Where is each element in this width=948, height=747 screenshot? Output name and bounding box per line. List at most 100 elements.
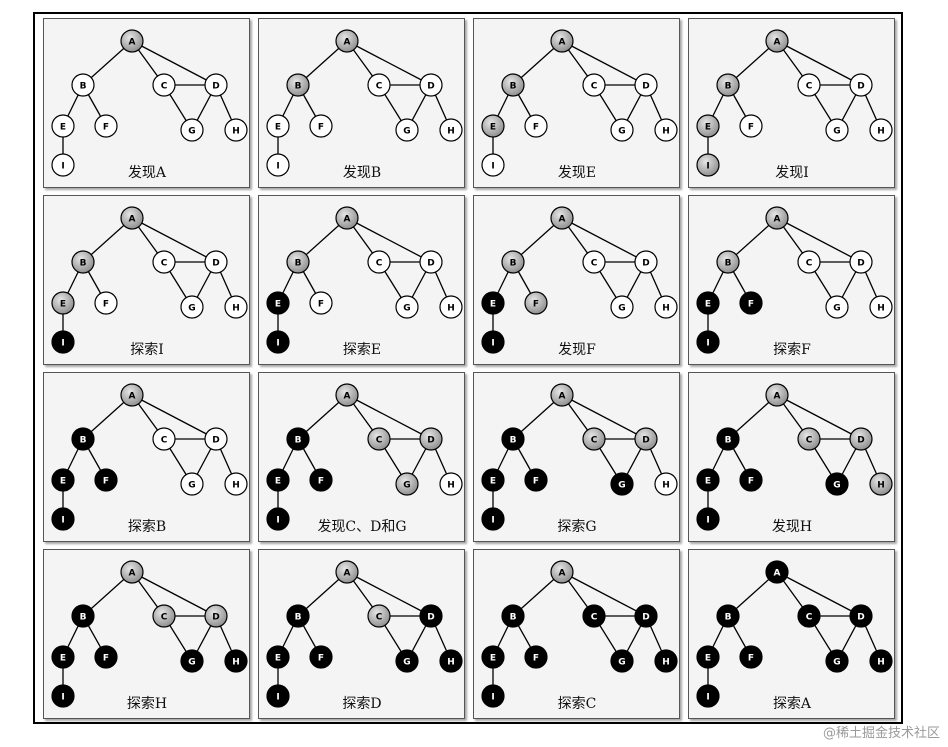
node-label-G: G [403, 303, 410, 313]
node-label-D: D [642, 612, 649, 622]
step-caption: 探索G [557, 518, 596, 535]
node-label-G: G [833, 126, 840, 136]
node-E: E [266, 645, 290, 669]
node-circle-F [524, 468, 548, 492]
node-label-E: E [275, 122, 281, 132]
node-H: H [224, 118, 248, 142]
node-label-B: B [295, 435, 302, 445]
node-E: E [481, 291, 505, 315]
node-label-A: A [129, 37, 136, 47]
node-circle-B [71, 604, 95, 628]
node-C: C [152, 427, 176, 451]
node-circle-D [634, 250, 658, 274]
node-C: C [797, 250, 821, 274]
node-circle-G [180, 649, 204, 673]
node-label-F: F [533, 653, 539, 663]
node-A: A [765, 560, 789, 584]
node-G: G [825, 649, 849, 673]
node-label-F: F [103, 653, 109, 663]
node-circle-E [51, 114, 75, 138]
node-circle-D [204, 604, 228, 628]
node-circle-A [765, 560, 789, 584]
node-circle-A [120, 383, 144, 407]
node-circle-B [501, 427, 525, 451]
node-D: D [204, 73, 228, 97]
node-label-C: C [591, 612, 598, 622]
node-label-B: B [510, 435, 517, 445]
node-label-C: C [161, 81, 168, 91]
node-F: F [309, 291, 333, 315]
node-label-D: D [642, 81, 649, 91]
node-circle-H [224, 649, 248, 673]
node-H: H [869, 295, 893, 319]
node-I: I [51, 153, 75, 177]
node-B: B [501, 250, 525, 274]
node-label-E: E [60, 122, 66, 132]
node-I: I [696, 153, 720, 177]
node-circle-G [825, 472, 849, 496]
node-label-A: A [774, 391, 781, 401]
node-circle-C [152, 604, 176, 628]
node-label-G: G [618, 480, 625, 490]
node-circle-I [696, 330, 720, 354]
node-label-E: E [275, 299, 281, 309]
node-circle-A [120, 29, 144, 53]
node-F: F [94, 291, 118, 315]
node-label-D: D [427, 435, 434, 445]
node-circle-E [266, 468, 290, 492]
node-circle-G [395, 295, 419, 319]
node-label-G: G [188, 126, 195, 136]
node-C: C [152, 604, 176, 628]
node-G: G [610, 118, 634, 142]
node-label-E: E [60, 653, 66, 663]
node-circle-F [94, 468, 118, 492]
node-I: I [696, 330, 720, 354]
node-label-G: G [188, 480, 195, 490]
node-label-D: D [427, 258, 434, 268]
node-label-G: G [188, 657, 195, 667]
node-label-H: H [232, 303, 240, 313]
node-circle-I [51, 330, 75, 354]
node-label-I: I [276, 161, 279, 171]
node-label-F: F [533, 476, 539, 486]
node-I: I [51, 330, 75, 354]
node-label-E: E [490, 299, 496, 309]
node-circle-I [51, 153, 75, 177]
node-label-C: C [806, 612, 813, 622]
node-label-G: G [833, 657, 840, 667]
node-A: A [765, 29, 789, 53]
node-label-E: E [490, 653, 496, 663]
node-circle-E [51, 291, 75, 315]
node-circle-E [696, 114, 720, 138]
node-circle-C [582, 250, 606, 274]
node-G: G [180, 118, 204, 142]
node-label-F: F [103, 476, 109, 486]
node-F: F [739, 291, 763, 315]
node-circle-C [582, 604, 606, 628]
node-circle-H [654, 295, 678, 319]
node-I: I [266, 153, 290, 177]
node-B: B [71, 604, 95, 628]
node-E: E [696, 114, 720, 138]
node-circle-C [152, 73, 176, 97]
edge-A-D [346, 571, 432, 617]
node-I: I [481, 330, 505, 354]
node-circle-B [71, 427, 95, 451]
node-circle-E [266, 291, 290, 315]
node-C: C [582, 250, 606, 274]
node-label-F: F [318, 122, 324, 132]
node-B: B [286, 73, 310, 97]
node-label-B: B [80, 258, 87, 268]
node-C: C [367, 73, 391, 97]
node-D: D [634, 73, 658, 97]
node-label-E: E [490, 122, 496, 132]
node-circle-A [335, 29, 359, 53]
node-F: F [94, 468, 118, 492]
edge-A-D [776, 40, 862, 86]
